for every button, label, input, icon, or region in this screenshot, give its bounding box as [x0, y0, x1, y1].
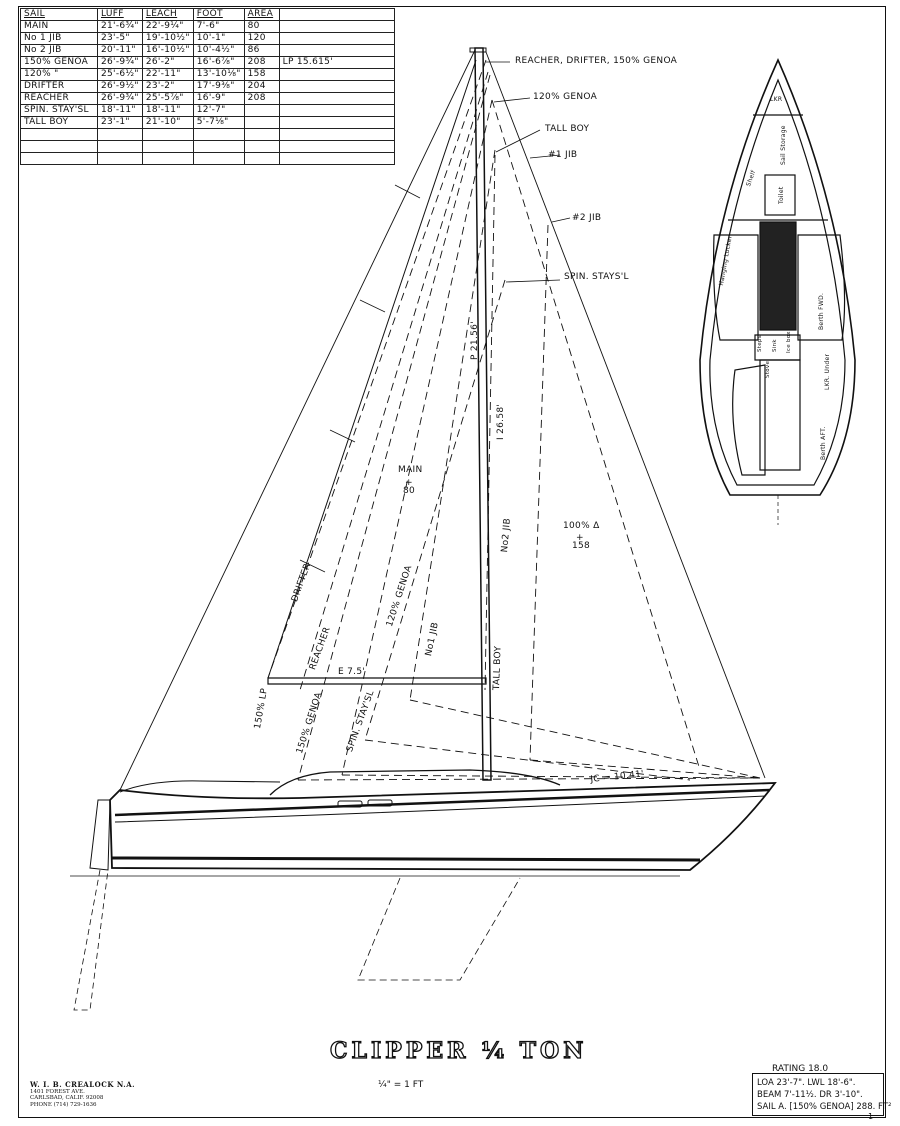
genoa-120-luff: [491, 99, 701, 771]
sheer-stripe-2: [114, 795, 766, 823]
sheer-stripe: [114, 788, 771, 817]
mainsail-leech: [267, 59, 477, 679]
scale-note: ¼" = 1 FT: [378, 1080, 424, 1090]
deck-label-sail-storage: Sail Storage: [780, 125, 787, 165]
no2-jib-foot: [529, 759, 761, 779]
label-100pct-area: 158: [572, 541, 591, 551]
label-main: MAIN: [398, 465, 423, 475]
deck-label-berth-fwd: Berth FWD.: [818, 292, 825, 330]
mast: [474, 47, 492, 781]
rating: RATING 18.0: [772, 1064, 829, 1074]
leader-no2: [551, 217, 571, 223]
drawing-title: CLIPPER ¼ TON: [329, 1037, 588, 1064]
no2-jib-leech: [529, 224, 549, 761]
port-berth: [713, 234, 759, 341]
backstay: [119, 49, 476, 791]
table-row: [20, 152, 395, 165]
designer-phone: PHONE (714) 729-1636: [30, 1101, 97, 1108]
cabin-trunk: [269, 769, 561, 796]
designer-name: W. I. B. CREALOCK N.A.: [30, 1080, 136, 1089]
drifter-leech: [267, 59, 487, 679]
leader-spin: [505, 279, 561, 283]
keel: [357, 877, 521, 981]
table-cell: [278, 152, 395, 165]
leader-no1: [529, 154, 561, 159]
port-light-1: [337, 800, 363, 808]
saloon-sole: [759, 221, 797, 331]
battens: [299, 184, 421, 573]
boom: [267, 677, 487, 685]
toilet-compartment: [764, 174, 796, 216]
spec-beam-draft: BEAM 7'-11½. DR 3'-10".: [757, 1090, 863, 1100]
label-no1-jib: #1 JIB: [548, 150, 578, 160]
deck-label-stove: Stove: [765, 360, 771, 378]
genoa-150-foot: [297, 777, 761, 781]
deck-outline: [699, 58, 856, 496]
designer-block: W. I. B. CREALOCK N.A. 1401 FOREST AVE. …: [30, 1080, 136, 1108]
page-number: 1: [868, 1112, 874, 1121]
deck-label-steps: Steps: [757, 335, 763, 352]
deck-label-ice-box: Ice box: [786, 331, 792, 353]
specs-box: LOA 23'-7". LWL 18'-6". BEAM 7'-11½. DR …: [752, 1073, 892, 1116]
no1-jib-foot: [409, 699, 761, 779]
tallboy-leech: [484, 154, 496, 691]
label-tall-boy-plan: TALL BOY: [492, 645, 504, 691]
deck-label-lkr-under: LKR. Under: [824, 353, 831, 390]
genoa-150-leech: [297, 74, 491, 781]
label-tall-boy: TALL BOY: [545, 124, 590, 134]
deck-label-lkr: LKR: [770, 96, 783, 103]
no1-jib-leech: [409, 149, 496, 701]
hull-outline: [109, 782, 777, 871]
cockpit-well: [732, 364, 766, 476]
rudder-lower: [73, 869, 109, 1011]
deck-label-toilet: Toilet: [778, 186, 785, 205]
label-main-area: 80: [403, 486, 416, 496]
label-reacher-drifter-genoa: REACHER, DRIFTER, 150% GENOA: [515, 56, 678, 66]
genoa-120-foot: [341, 774, 761, 779]
label-no2-jib: #2 JIB: [572, 213, 602, 223]
label-100pct: 100% Δ: [563, 521, 600, 531]
leader-120: [493, 97, 531, 103]
reacher-leech: [299, 71, 489, 691]
deck-label-sink: Sink: [772, 339, 778, 352]
boot-stripe: [111, 856, 701, 862]
companionway: [759, 359, 801, 471]
deck-inner: [709, 78, 846, 486]
dim-p: P 21.56': [470, 321, 480, 360]
cockpit: [119, 780, 281, 793]
sheet-border: [18, 6, 886, 1118]
label-main-area-plus: +: [405, 478, 413, 488]
spec-loa-lwl: LOA 23'-7". LWL 18'-6".: [757, 1078, 856, 1088]
table-row: 120% "25'-6½"22'-11"13'-10⅛"158: [20, 68, 395, 81]
designer-address-2: CARLSBAD, CALIF. 92008: [30, 1095, 104, 1101]
dim-e: E 7.5': [338, 667, 366, 677]
leader-tallboy: [495, 129, 541, 153]
label-spin-staysl: SPIN. STAYS'L: [564, 272, 629, 282]
table-header-row: SAIL LUFF LEACH FOOT AREA: [20, 8, 395, 21]
rudder: [89, 799, 111, 871]
label-100pct-plus: +: [576, 533, 584, 543]
spin-staysl-foot: [364, 739, 691, 781]
dim-i: I 26.58': [496, 403, 506, 440]
spin-staysl-leech: [364, 279, 506, 741]
deck-label-berth-aft: Berth AFT.: [820, 426, 827, 460]
designer-address-1: 1401 FOREST AVE.: [30, 1088, 85, 1095]
table-cell: [20, 152, 98, 165]
label-120-genoa: 120% GENOA: [533, 92, 598, 102]
deck-plan: [699, 58, 856, 525]
spec-sail-area: SAIL A. [150% GENOA] 288. FT²: [757, 1102, 892, 1112]
table-row: [20, 140, 395, 153]
stbd-berth: [797, 234, 846, 341]
forestay: [485, 51, 766, 779]
port-light-2: [367, 799, 393, 807]
genoa-120-leech: [341, 99, 493, 776]
